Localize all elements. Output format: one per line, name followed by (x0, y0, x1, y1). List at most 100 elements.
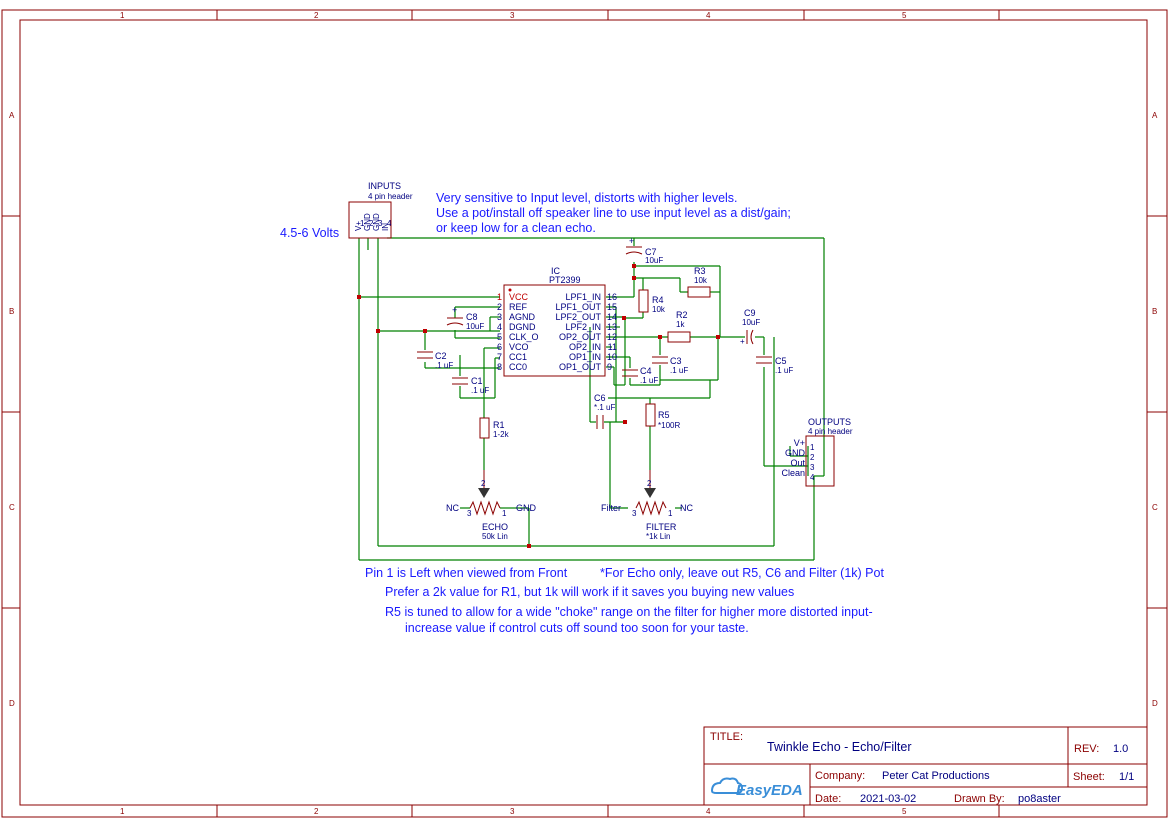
capacitor-c7: + C7 10uF (625, 236, 663, 265)
ic-pin-3-name: AGND (509, 312, 536, 322)
capacitor-c9: + C9 10uF (740, 308, 760, 346)
outputs-pin-2-name: GND (785, 448, 806, 458)
ic-pin-8-name: CC0 (509, 362, 527, 372)
r3-ref: R3 (694, 266, 706, 276)
ic-pin-11-name: OP2_IN (569, 342, 601, 352)
ruler-row-a: A (9, 111, 15, 120)
capacitor-c6: C6 *.1 uF (594, 393, 615, 429)
r1-preference-note: Prefer a 2k value for R1, but 1k will wo… (385, 585, 794, 599)
date-value: 2021-03-02 (860, 793, 916, 805)
inputs-pin-3: 3 (378, 219, 383, 228)
sensitivity-note-3: or keep low for a clean echo. (436, 221, 596, 235)
svg-text:+: + (452, 305, 457, 315)
c7-ref: C7 (645, 247, 657, 257)
ruler-row-a-right: A (1152, 111, 1158, 120)
ic-pin-2-num: 2 (497, 302, 502, 312)
c7-val: 10uF (645, 256, 663, 265)
filter-pot-pin-3: 3 (632, 509, 637, 518)
echo-pot-nc: NC (446, 503, 459, 513)
ic-pin-11-num: 11 (608, 342, 617, 352)
outputs-header-desc: 4 pin header (808, 427, 853, 436)
r4-ref: R4 (652, 295, 664, 305)
c2-ref: C2 (435, 351, 447, 361)
c4-val: .1 uF (640, 376, 658, 385)
c2-val: .1 uF (435, 361, 453, 370)
ic-pin-12-name: OP2_OUT (559, 332, 602, 342)
company-label: Company: (815, 770, 865, 782)
c9-ref: C9 (744, 308, 756, 318)
ruler-col-3-bottom: 3 (510, 807, 515, 816)
r5-val: *100R (658, 421, 680, 430)
capacitor-c8: + C8 10uF (446, 305, 484, 331)
inputs-header-name: INPUTS (368, 181, 401, 191)
inputs-pin-4: 4 (387, 219, 392, 228)
ic-right-pins: LPF1_IN 16 LPF1_OUT 15 LPF2_OUT 14 LPF2_… (555, 292, 617, 372)
sheet-label: Sheet: (1073, 771, 1105, 783)
ic-pin-9-num: 9 (607, 362, 612, 372)
capacitor-c5: C5 .1 uF (756, 356, 793, 375)
ic-pin-4-num: 4 (497, 322, 502, 332)
ic-ref: IC (551, 266, 561, 276)
c5-ref: C5 (775, 356, 787, 366)
pin1-note: Pin 1 is Left when viewed from Front (365, 566, 568, 580)
filter-potentiometer: 2 3 1 Filter NC FILTER *1k Lin (601, 470, 693, 541)
company-value: Peter Cat Productions (882, 770, 990, 782)
ic-pin-7-num: 7 (497, 352, 502, 362)
c9-val: 10uF (742, 318, 760, 327)
title-block: TITLE: Twinkle Echo - Echo/Filter REV: 1… (703, 726, 1148, 806)
outer-border (1, 9, 1168, 818)
ic-pin-15-name: LPF1_OUT (555, 302, 601, 312)
ic-pin-5-name: CLK_O (509, 332, 539, 342)
inputs-pin-1: 1 (360, 219, 365, 228)
ruler-row-b-right: B (1152, 307, 1157, 316)
c1-ref: C1 (471, 376, 483, 386)
ic-pin-1-num: 1 (497, 292, 502, 302)
ic-pin-12-num: 12 (607, 332, 617, 342)
ruler-col-4-bottom: 4 (706, 807, 711, 816)
filter-pot-pin-1: 1 (668, 509, 673, 518)
r5-ref: R5 (658, 410, 670, 420)
ruler-row-c: C (9, 503, 15, 512)
ic-pin-6-num: 6 (497, 342, 502, 352)
outputs-pin-3: 3 (810, 463, 815, 472)
easyeda-logo-text: EasyEDA (736, 782, 803, 799)
ruler-row-b: B (9, 307, 14, 316)
r4-val: 10k (652, 305, 666, 314)
outputs-pin-3-name: Out (790, 458, 805, 468)
r5-note-line-1: R5 is tuned to allow for a wide "choke" … (385, 605, 873, 619)
outputs-pin-1: 1 (810, 443, 815, 452)
c1-val: .1 uF (471, 386, 489, 395)
echo-pot-val: 50k Lin (482, 532, 508, 541)
rev-value: 1.0 (1113, 743, 1128, 755)
ruler-col-4: 4 (706, 11, 711, 20)
c4-ref: C4 (640, 366, 652, 376)
ic-pt2399: IC PT2399 1 VCC 2 REF 3 AGND 4 DGND 5 CL… (497, 266, 617, 377)
echo-pot-pin-2: 2 (481, 479, 486, 488)
echo-pot-pin-1: 1 (502, 509, 507, 518)
inputs-header: INPUTS 4 pin header V+ GND GND IN 1 2 3 … (348, 181, 413, 239)
ruler-col-2: 2 (314, 11, 319, 20)
inputs-pin-3-name: GND (372, 213, 381, 231)
ruler-col-2-bottom: 2 (314, 807, 319, 816)
r2-ref: R2 (676, 310, 688, 320)
c8-ref: C8 (466, 312, 478, 322)
drawn-by-label: Drawn By: (954, 793, 1005, 805)
r3-val: 10k (694, 276, 708, 285)
echo-only-note: *For Echo only, leave out R5, C6 and Fil… (600, 566, 884, 580)
inputs-header-desc: 4 pin header (368, 192, 413, 201)
capacitor-c1: C1 .1 uF (452, 376, 489, 395)
ic-pin-13-name: LPF2_IN (565, 322, 601, 332)
resistor-r1: R1 1-2k (479, 417, 510, 439)
title-label: TITLE: (710, 731, 743, 743)
c6-val: *.1 uF (594, 403, 615, 412)
ruler-col-5: 5 (902, 11, 907, 20)
svg-text:+: + (629, 236, 634, 246)
ic-pin-16-num: 16 (607, 292, 617, 302)
sheet-value: 1/1 (1119, 771, 1134, 783)
ruler-row-d-right: D (1152, 699, 1158, 708)
date-label: Date: (815, 793, 841, 805)
junctions (357, 264, 720, 548)
ic-pin-14-name: LPF2_OUT (555, 312, 601, 322)
ic-pin-7-name: CC1 (509, 352, 527, 362)
